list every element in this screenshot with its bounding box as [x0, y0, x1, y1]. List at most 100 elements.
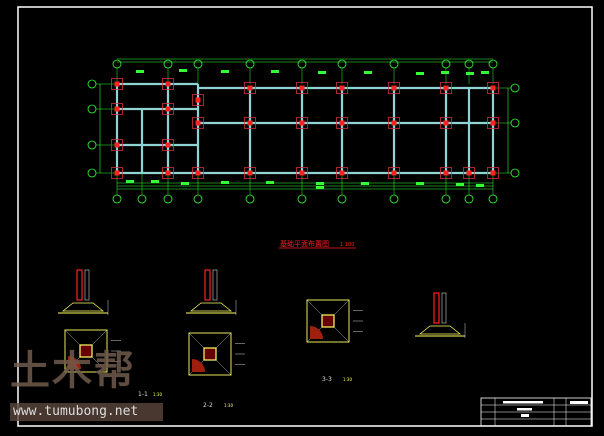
column	[247, 85, 253, 91]
dimension-text	[136, 70, 144, 73]
footing-outline	[111, 78, 123, 90]
footing-outline	[463, 167, 475, 179]
title-block	[480, 397, 592, 427]
column	[114, 142, 120, 148]
footing-outline	[192, 117, 204, 129]
detail-1-column	[84, 269, 90, 301]
dimension-text	[316, 186, 324, 189]
footing-outline	[162, 139, 174, 151]
column	[165, 106, 171, 112]
dimension-text	[416, 182, 424, 185]
column	[247, 120, 253, 126]
column	[443, 85, 449, 91]
footing-outline	[162, 103, 174, 115]
dimension-text	[361, 182, 369, 185]
dimension-text	[364, 71, 372, 74]
detail-1-footing	[62, 302, 104, 312]
grid-bubble-top	[297, 59, 307, 69]
footing-outline	[440, 82, 452, 94]
grid-bubble-bottom	[464, 194, 474, 204]
foundation-details	[58, 269, 466, 376]
column	[114, 170, 120, 176]
dimension-text	[271, 70, 279, 73]
dimension-text	[316, 182, 324, 185]
watermark-logo: 土木帮	[10, 348, 136, 394]
footing-outline	[440, 117, 452, 129]
column	[443, 120, 449, 126]
detail-2-column	[212, 269, 218, 301]
footing-outline	[336, 167, 348, 179]
column	[391, 170, 397, 176]
dimension-text	[181, 182, 189, 185]
grid-bubble-top	[389, 59, 399, 69]
footing-outline	[336, 117, 348, 129]
column	[114, 81, 120, 87]
dimension-text	[179, 69, 187, 72]
footing-outline	[487, 167, 499, 179]
footing-outline	[111, 103, 123, 115]
grid-bubble-top	[464, 59, 474, 69]
column	[339, 170, 345, 176]
column	[299, 85, 305, 91]
plan-scale: 1:100	[340, 242, 354, 248]
column	[490, 120, 496, 126]
footing-outline	[244, 82, 256, 94]
column	[391, 120, 397, 126]
detail-3-footing-plan	[306, 299, 350, 343]
detail-1-column-rebar	[76, 269, 83, 301]
section-2-label: 2-2	[203, 402, 213, 409]
dimension-text	[466, 72, 474, 75]
footing-outline	[296, 117, 308, 129]
column	[443, 170, 449, 176]
grid-bubble-right	[510, 83, 520, 93]
footing-outline	[388, 82, 400, 94]
detail-1-rebar-hatch	[68, 356, 81, 369]
grid-bubble-top	[163, 59, 173, 69]
watermark-url: www.tumubong.net	[10, 403, 163, 421]
section-2-scale: 1:30	[224, 403, 233, 408]
grid-bubble-left	[87, 168, 97, 178]
grid-bubble-bottom	[297, 194, 307, 204]
footing-outline	[388, 117, 400, 129]
footing-outline	[162, 78, 174, 90]
grid-bubble-left	[87, 140, 97, 150]
column	[339, 85, 345, 91]
section-3-scale: 1:30	[343, 377, 352, 382]
foundation-plan	[87, 58, 520, 204]
column	[195, 170, 201, 176]
dimension-text	[416, 72, 424, 75]
footing-outline	[336, 82, 348, 94]
dimension-text	[441, 71, 449, 74]
dimension-text	[476, 184, 484, 187]
footing-outline	[162, 167, 174, 179]
plan-title: 基础平面布置图	[280, 239, 329, 248]
grid-bubble-top	[488, 59, 498, 69]
footing-outline	[244, 117, 256, 129]
detail-4-column	[441, 292, 447, 324]
column	[339, 120, 345, 126]
column	[195, 120, 201, 126]
footing-outline	[244, 167, 256, 179]
column	[165, 142, 171, 148]
detail-2-footing	[190, 302, 232, 312]
detail-2-column-plan	[203, 347, 217, 361]
grid-bubble-bottom	[488, 194, 498, 204]
footing-outline	[296, 82, 308, 94]
detail-3-rebar-hatch	[310, 326, 323, 339]
column	[165, 170, 171, 176]
footing-outline	[388, 167, 400, 179]
column	[490, 170, 496, 176]
column	[247, 170, 253, 176]
column	[490, 85, 496, 91]
grid-bubble-top	[245, 59, 255, 69]
footing-outline	[111, 167, 123, 179]
grid-bubble-top	[337, 59, 347, 69]
detail-2-rebar-hatch	[192, 359, 205, 372]
detail-3-column-plan	[321, 314, 335, 328]
detail-4-column-rebar	[433, 292, 440, 324]
grid-bubble-bottom	[245, 194, 255, 204]
detail-1-footing-plan	[64, 329, 108, 373]
detail-2-column-rebar	[204, 269, 211, 301]
column	[391, 85, 397, 91]
